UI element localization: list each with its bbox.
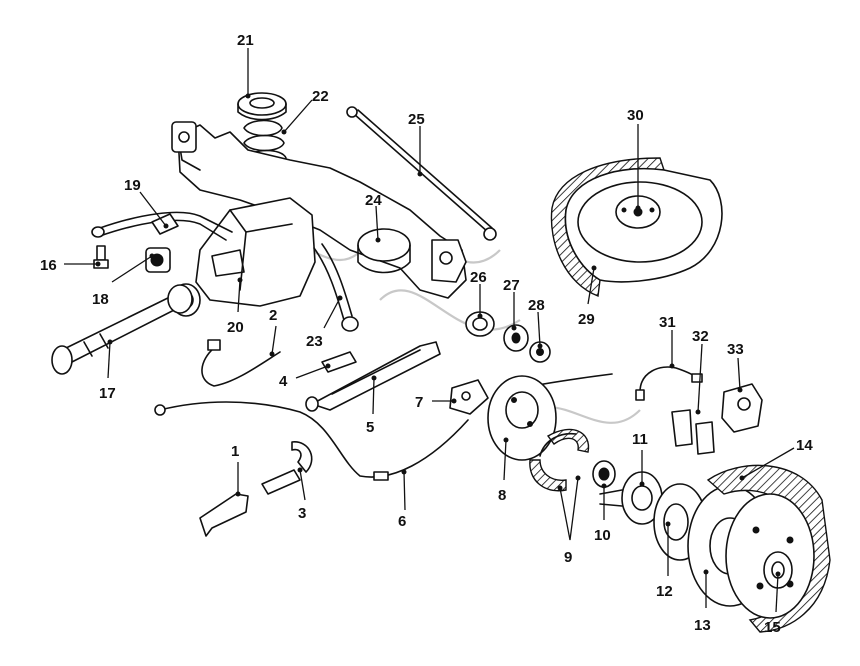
callout-11: 11 [632,431,648,487]
callout-20: 20 [227,277,244,336]
svg-text:12: 12 [656,583,673,600]
svg-text:24: 24 [365,192,382,209]
svg-text:4: 4 [279,373,288,390]
callout-19: 19 [124,177,169,229]
svg-text:9: 9 [564,549,572,566]
svg-text:22: 22 [312,88,329,105]
svg-text:31: 31 [659,314,676,331]
callout-32: 32 [692,328,709,415]
svg-text:1: 1 [231,443,239,460]
clamp-part [261,441,313,495]
svg-text:10: 10 [594,527,611,544]
svg-text:2: 2 [269,307,277,324]
callout-22: 22 [281,88,329,135]
callout-24: 24 [365,192,382,243]
callout-27: 27 [503,277,520,331]
svg-text:15: 15 [764,619,781,636]
trailing-arm-part [305,341,441,412]
wear-sensor-part [635,366,703,401]
svg-text:8: 8 [498,487,506,504]
bushing-a-part [465,311,495,337]
svg-text:21: 21 [237,32,254,49]
callout-28: 28 [528,297,545,349]
callout-16: 16 [40,257,101,274]
svg-text:26: 26 [470,269,487,286]
callout-15: 15 [764,571,781,636]
hub-nut-part [763,551,793,589]
svg-text:29: 29 [578,311,595,328]
callout-21: 21 [237,32,254,99]
callout-25: 25 [408,111,425,177]
bracket-plate-part [449,379,489,415]
svg-text:6: 6 [398,513,406,530]
svg-text:19: 19 [124,177,141,194]
callout-10: 10 [594,483,611,544]
svg-text:16: 16 [40,257,57,274]
bushing-c-part [529,341,551,363]
wheel-part [577,181,703,263]
brake-shoes-part [529,428,590,492]
callout-1: 1 [231,443,241,497]
callout-29: 29 [578,265,597,328]
svg-text:27: 27 [503,277,520,294]
callout-7: 7 [415,394,457,411]
bushing-b-part [503,324,529,352]
svg-text:23: 23 [306,333,323,350]
callout-12: 12 [656,521,673,600]
svg-text:11: 11 [632,431,648,448]
callout-33: 33 [727,341,744,393]
clip-part [321,351,357,373]
bearing-seal-part [592,460,616,488]
callout-4: 4 [279,363,331,390]
callout-18: 18 [92,253,155,308]
differential-housing-part [171,197,316,317]
link-part [313,243,359,332]
brake-caliper-part [721,383,763,433]
callout-9: 9 [557,475,581,566]
callout-6: 6 [398,469,407,530]
svg-text:13: 13 [694,617,711,634]
tire-part [550,157,723,297]
svg-text:30: 30 [627,107,644,124]
callout-30: 30 [627,107,644,211]
brake-backing-plate-part [487,375,557,461]
svg-text:14: 14 [796,437,813,454]
svg-text:28: 28 [528,297,545,314]
callout-13: 13 [694,569,711,634]
disc-shield-part [706,464,831,633]
svg-text:18: 18 [92,291,109,308]
svg-text:32: 32 [692,328,709,345]
callout-2: 2 [269,307,277,357]
bushing-part [145,247,171,273]
bracket-part [199,493,249,537]
callout-3: 3 [297,467,306,522]
callout-17: 17 [99,339,116,402]
propeller-shaft-part [51,284,193,375]
brake-pads-part [671,409,715,455]
callout-14: 14 [739,437,813,481]
svg-text:20: 20 [227,319,244,336]
callout-31: 31 [659,314,676,369]
svg-text:5: 5 [366,419,374,436]
spring-seat-part [237,92,287,121]
svg-text:3: 3 [298,505,306,522]
svg-text:33: 33 [727,341,744,358]
svg-text:25: 25 [408,111,425,128]
svg-text:17: 17 [99,385,116,402]
callout-8: 8 [498,437,509,504]
differential-cover-part [357,228,411,274]
cable-end-part [201,339,281,387]
svg-text:7: 7 [415,394,423,411]
callout-23: 23 [306,295,343,350]
callout-5: 5 [366,375,377,436]
callout-26: 26 [470,269,487,319]
